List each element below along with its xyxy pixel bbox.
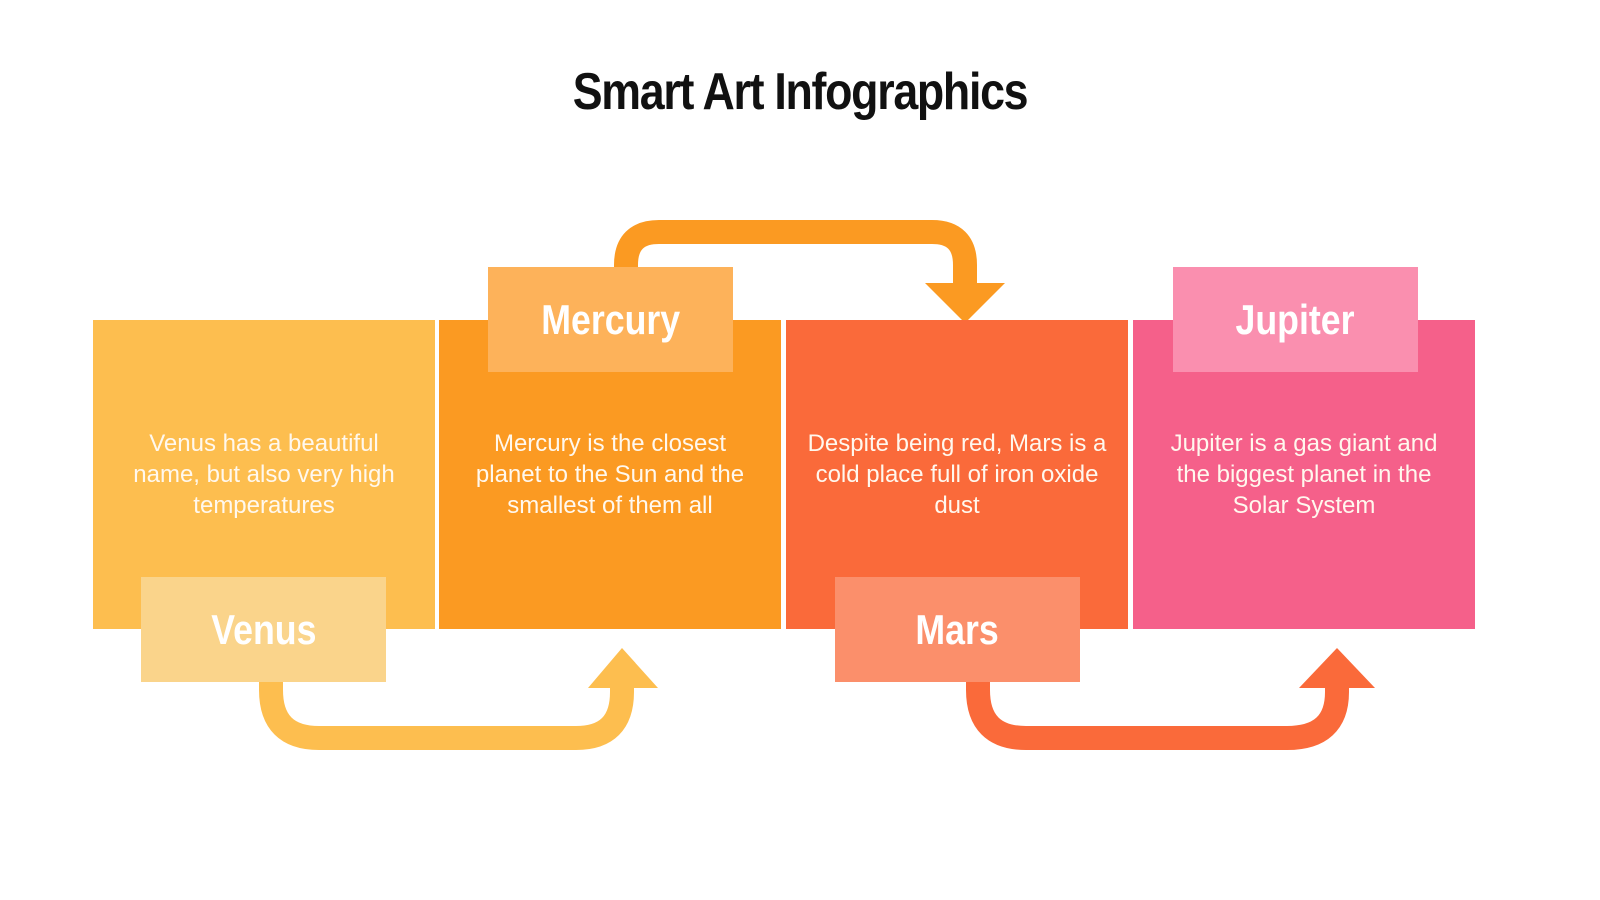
page-title: Smart Art Infographics [572,63,1029,121]
step-description: Venus has a beautiful name, but also ver… [133,430,395,519]
step-label-mars: Mars [835,577,1080,682]
step-label-text: Jupiter [1235,295,1356,343]
step-label-jupiter: Jupiter [1173,267,1418,372]
step-label-venus: Venus [141,577,386,682]
step-description: Despite being red, Mars is a cold place … [807,430,1107,519]
step-label-text: Venus [210,605,317,653]
step-label-text: Mercury [541,295,680,343]
arrow-venus-to-mercury-icon [259,648,658,750]
step-label-text: Mars [915,605,1000,653]
step-label-mercury: Mercury [488,267,733,372]
step-description: Mercury is the closest planet to the Sun… [475,430,745,519]
arrow-mars-to-jupiter-icon [966,648,1375,750]
arrow-mercury-to-mars-icon [614,220,1005,323]
step-description: Jupiter is a gas giant and the biggest p… [1170,430,1438,519]
